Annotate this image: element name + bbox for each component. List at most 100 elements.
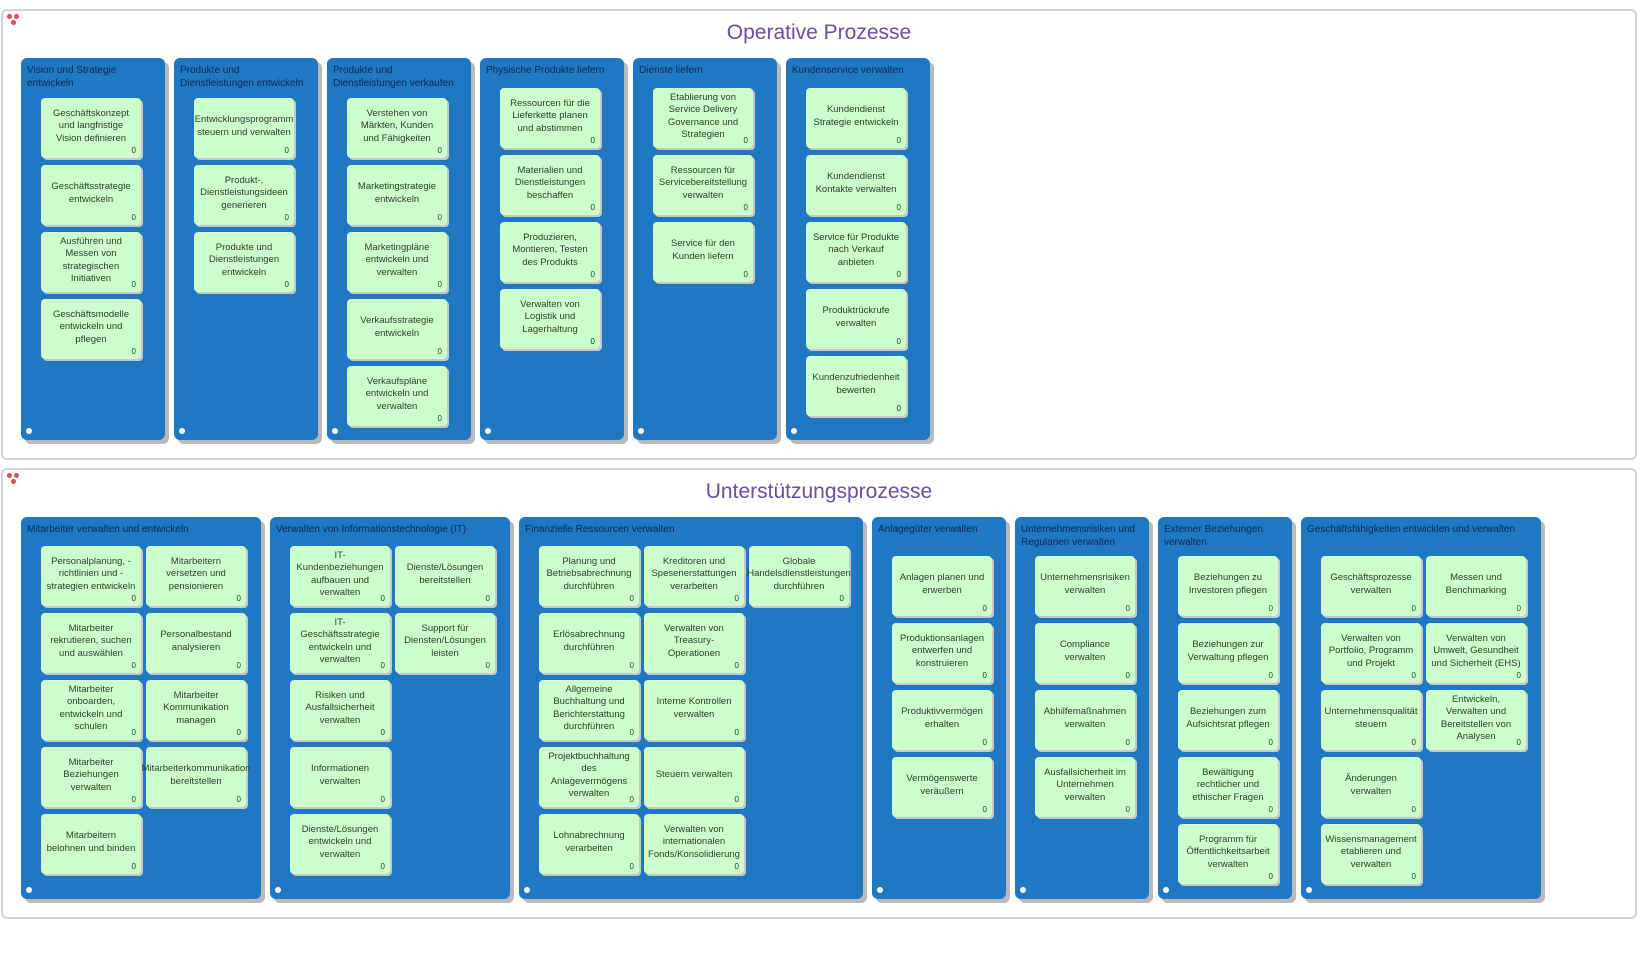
card[interactable]: Mitarbeiter onboarden, entwickeln und sc… xyxy=(41,680,141,740)
card[interactable]: Produktionsanlagen entwerfen und konstru… xyxy=(892,623,992,683)
card[interactable]: Ressourcen für die Lieferkette planen un… xyxy=(500,88,600,148)
card[interactable]: Dienste/Lösungen entwickeln und verwalte… xyxy=(290,814,390,874)
column-it[interactable]: Verwalten von Informationstechnologie (I… xyxy=(270,517,510,899)
column-externe-beziehungen[interactable]: Externer Beziehungen verwalten Beziehung… xyxy=(1158,517,1292,899)
column-handle-icon[interactable] xyxy=(524,887,530,893)
card[interactable]: Verwalten von Portfolio, Programm und Pr… xyxy=(1321,623,1421,683)
card[interactable]: Verstehen von Märkten, Kunden und Fähigk… xyxy=(347,98,447,158)
card[interactable]: IT-Geschäftsstrategie entwickeln und ver… xyxy=(290,613,390,673)
card[interactable]: Ausfallsicherheit im Unternehmen verwalt… xyxy=(1035,757,1135,817)
column-risiken[interactable]: Unternehmensrisiken und Regularien verwa… xyxy=(1015,517,1149,899)
card[interactable]: Ressourcen für Servicebereitstellung ver… xyxy=(653,155,753,215)
card[interactable]: Produkte und Dienstleistungen entwickeln… xyxy=(194,232,294,292)
column-handle-icon[interactable] xyxy=(1163,887,1169,893)
column-handle-icon[interactable] xyxy=(179,428,185,434)
column-finanzen[interactable]: Finanzielle Ressourcen verwalten Planung… xyxy=(519,517,863,899)
column-handle-icon[interactable] xyxy=(877,887,883,893)
section-menu-icon[interactable] xyxy=(6,472,22,486)
column-kundenservice[interactable]: Kundenservice verwalten Kundendienst Str… xyxy=(786,58,930,440)
card[interactable]: Materialien und Dienstleistungen beschaf… xyxy=(500,155,600,215)
column-physische-produkte[interactable]: Physische Produkte liefern Ressourcen fü… xyxy=(480,58,624,440)
section-menu-icon[interactable] xyxy=(6,13,22,27)
card[interactable]: Etablierung von Service Delivery Governa… xyxy=(653,88,753,148)
card[interactable]: Globale Handelsdienstleistungen durchfüh… xyxy=(747,546,851,606)
card[interactable]: Entwicklungsprogramm steuern und verwalt… xyxy=(194,98,294,158)
column-handle-icon[interactable] xyxy=(26,428,32,434)
card[interactable]: Service für Produkte nach Verkauf anbiet… xyxy=(806,222,906,282)
card[interactable]: Personalplanung, -richtlinien und -strat… xyxy=(41,546,141,606)
card[interactable]: Planung und Betriebsabrechnung durchführ… xyxy=(539,546,639,606)
card[interactable]: Verwalten von Umwelt, Gesundheit und Sic… xyxy=(1426,623,1526,683)
card[interactable]: Produkt-, Dienstleistungsideen generiere… xyxy=(194,165,294,225)
column-handle-icon[interactable] xyxy=(26,887,32,893)
column-geschaeftsfaehigkeiten[interactable]: Geschäftsfähigkeiten entwicklen und verw… xyxy=(1301,517,1541,899)
card[interactable]: Produzieren, Montieren, Testen des Produ… xyxy=(500,222,600,282)
column-handle-icon[interactable] xyxy=(332,428,338,434)
card[interactable]: Wissensmanagement etablieren und verwalt… xyxy=(1321,824,1421,884)
card[interactable]: Geschäftskonzept und langfristige Vision… xyxy=(41,98,141,158)
column-handle-icon[interactable] xyxy=(1306,887,1312,893)
column-handle-icon[interactable] xyxy=(485,428,491,434)
card[interactable]: Mitarbeiter rekrutieren, suchen und ausw… xyxy=(41,613,141,673)
column-handle-icon[interactable] xyxy=(1020,887,1026,893)
column-dienste-liefern[interactable]: Dienste liefern Etablierung von Service … xyxy=(633,58,777,440)
card[interactable]: Ausführen und Messen von strategischen I… xyxy=(41,232,141,292)
card[interactable]: Verwalten von internationalen Fonds/Kons… xyxy=(644,814,744,874)
column-handle-icon[interactable] xyxy=(275,887,281,893)
card[interactable]: Programm für Öffentlichkeitsarbeit verwa… xyxy=(1178,824,1278,884)
column-produkte-verkaufen[interactable]: Produkte und Dienstleistungen verkaufen … xyxy=(327,58,471,440)
card[interactable]: Bewältigung rechtlicher und ethischer Fr… xyxy=(1178,757,1278,817)
column-handle-icon[interactable] xyxy=(791,428,797,434)
column-handle-icon[interactable] xyxy=(638,428,644,434)
column-produkte-entwickeln[interactable]: Produkte und Dienstleistungen entwickeln… xyxy=(174,58,318,440)
card[interactable]: IT-Kundenbeziehungen aufbauen und verwal… xyxy=(290,546,390,606)
card[interactable]: Kreditoren und Spesenerstattungen verarb… xyxy=(644,546,744,606)
card[interactable]: Projektbuchhaltung des Anlagevermögens v… xyxy=(539,747,639,807)
column-anlagegueter[interactable]: Anlagegüter verwalten Anlagen planen und… xyxy=(872,517,1006,899)
column-vision-strategie[interactable]: Vision und Strategie entwickeln Geschäft… xyxy=(21,58,165,440)
card[interactable]: Allgemeine Buchhaltung und Berichterstat… xyxy=(539,680,639,740)
column-mitarbeiter[interactable]: Mitarbeiter verwalten und entwickeln Per… xyxy=(21,517,261,899)
card[interactable]: Entwickeln, Verwalten und Bereitstellen … xyxy=(1426,690,1526,750)
